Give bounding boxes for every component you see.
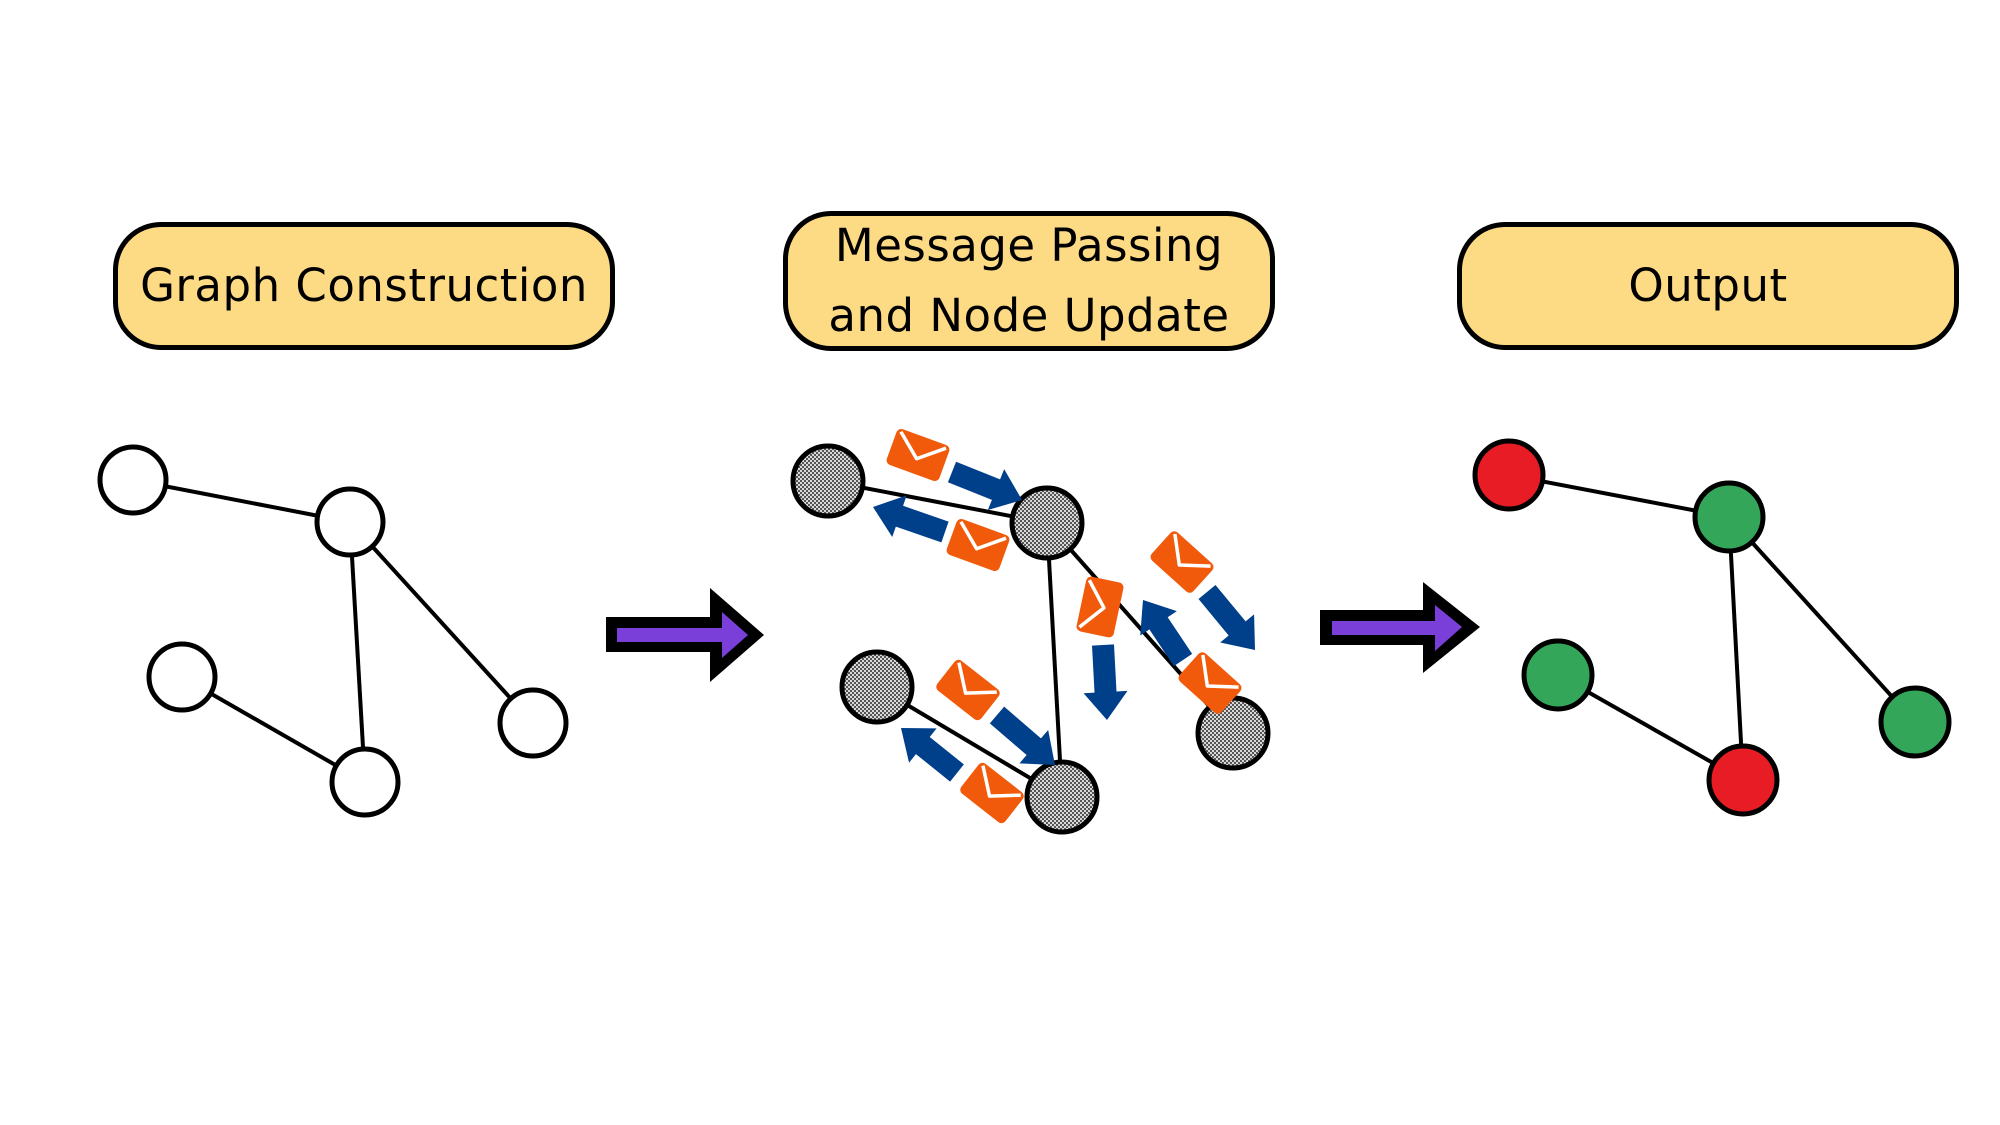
stage-label-text: Output xyxy=(1628,259,1788,312)
message-arrow-icon xyxy=(872,495,949,543)
graph-node-a xyxy=(97,444,169,516)
message-arrow-icon xyxy=(1140,600,1193,667)
envelope-icon xyxy=(1146,527,1218,597)
graph-node-d xyxy=(1024,759,1100,835)
graph-node-c xyxy=(146,641,218,713)
message-glyphs xyxy=(872,425,1255,827)
graph-node-e xyxy=(497,687,569,759)
graph-edge xyxy=(1045,522,1064,798)
graph-node-c xyxy=(1521,638,1595,712)
graph-node-b xyxy=(1692,480,1766,554)
envelope-icon xyxy=(943,515,1013,575)
envelope-icon xyxy=(883,425,953,485)
envelope-icon xyxy=(932,656,1004,724)
graph-edge xyxy=(1727,515,1917,724)
stage-arrow-icon xyxy=(606,588,764,682)
graph-node-e xyxy=(1878,685,1952,759)
stage-label-text-line-2: and Node Update xyxy=(828,289,1230,342)
message-arrow-icon xyxy=(989,706,1055,766)
message-arrow-icon xyxy=(1198,584,1255,650)
input-graph xyxy=(97,444,569,818)
output-graph xyxy=(1472,438,1952,817)
stage-arrow-icon xyxy=(1320,582,1480,673)
stage-label-output: Output xyxy=(1457,222,1959,350)
stage-label-text: Graph Construction xyxy=(140,259,588,312)
envelope-icon xyxy=(1073,573,1127,641)
graph-node-d xyxy=(329,746,401,818)
message-arrow-icon xyxy=(900,727,964,782)
graph-edge xyxy=(348,520,535,725)
graph-node-a xyxy=(1472,438,1546,512)
message-passing-graph xyxy=(790,443,1271,835)
graph-node-a xyxy=(790,443,866,519)
stage-label-text-line-1: Message Passing xyxy=(834,219,1224,272)
graph-node-e xyxy=(1195,695,1271,771)
graph-node-b xyxy=(314,486,386,558)
graph-edge xyxy=(1508,473,1730,519)
stage-label-graph-construction: Graph Construction xyxy=(113,222,615,350)
graph-node-d xyxy=(1706,743,1780,817)
graph-edge xyxy=(132,478,351,524)
graph-node-b xyxy=(1009,485,1085,561)
stage-label-message-passing: Message Passing and Node Update xyxy=(783,211,1275,351)
graph-node-c xyxy=(839,649,915,725)
message-arrow-icon xyxy=(1083,644,1128,720)
graph-edge xyxy=(1727,516,1745,781)
graph-edge xyxy=(348,521,367,783)
message-arrow-icon xyxy=(947,461,1023,511)
